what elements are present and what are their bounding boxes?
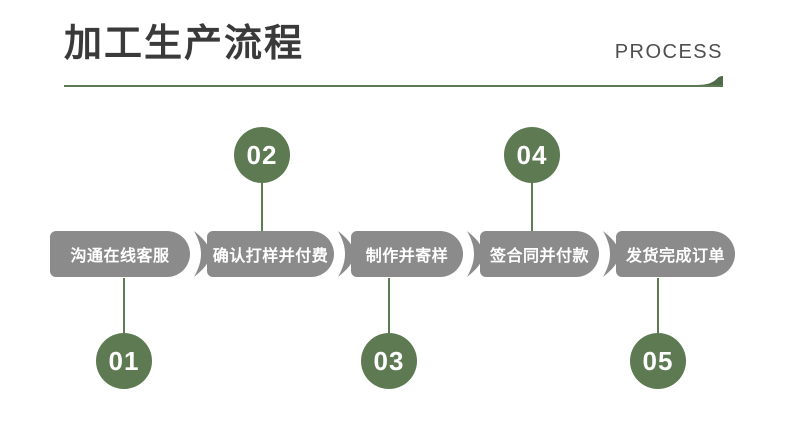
step-number-badge-1: 01 [96, 333, 152, 389]
header: 加工生产流程 PROCESS [64, 22, 723, 68]
connector-line-5 [657, 278, 659, 333]
step-pill-4: 签合同并付款 [480, 231, 619, 277]
subtitle-process: PROCESS [614, 40, 723, 63]
step-label: 沟通在线客服 [70, 248, 170, 265]
step-pill-3: 制作并寄样 [351, 231, 483, 277]
step-label: 确认打样并付费 [212, 248, 329, 265]
step-number-badge-2: 02 [234, 127, 290, 183]
step-number-badge-5: 05 [630, 333, 686, 389]
step-label: 发货完成订单 [625, 248, 725, 265]
step-pill-1: 沟通在线客服 [50, 231, 210, 277]
connector-line-1 [123, 278, 125, 333]
arrow-separator-icon [194, 231, 210, 277]
title-underline [64, 76, 723, 87]
step-number-badge-3: 03 [361, 333, 417, 389]
steps-row: 沟通在线客服 确认打样并付费 制作并寄样 签合同并付款 发货完成订单 [50, 231, 735, 277]
step-pill-2: 确认打样并付费 [207, 231, 354, 277]
connector-line-3 [388, 278, 390, 333]
step-label: 签合同并付款 [489, 248, 589, 265]
step-label: 制作并寄样 [365, 248, 449, 265]
arrow-separator-icon [338, 231, 354, 277]
arrow-separator-icon [467, 231, 483, 277]
step-pill-5: 发货完成订单 [616, 231, 735, 277]
arrow-separator-icon [603, 231, 619, 277]
underline-accent-icon [696, 76, 723, 85]
step-number-badge-4: 04 [504, 127, 560, 183]
page-title: 加工生产流程 [64, 23, 305, 65]
connector-line-4 [531, 183, 533, 231]
connector-line-2 [261, 183, 263, 231]
